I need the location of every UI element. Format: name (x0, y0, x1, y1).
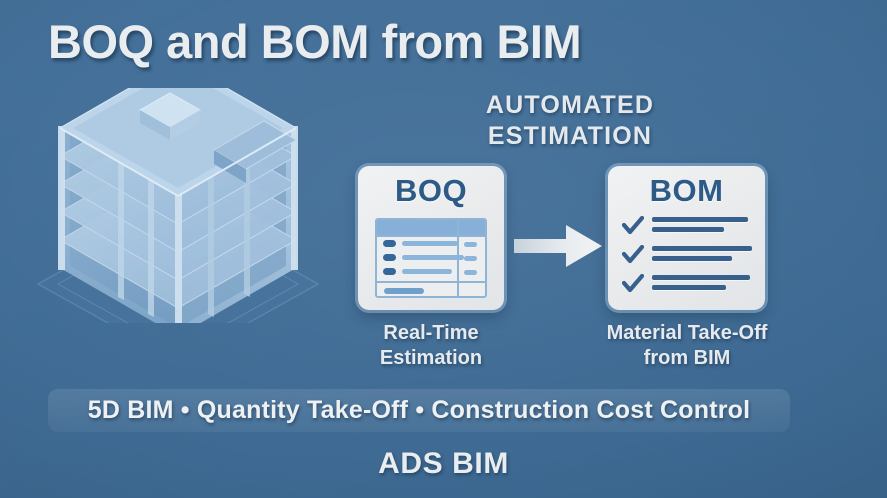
boq-table-total-line (384, 288, 424, 294)
bom-checklist-item (622, 243, 752, 269)
boq-table-row (383, 254, 464, 261)
boq-table-row (383, 268, 452, 275)
check-icon (622, 274, 644, 293)
checklist-icon (622, 214, 752, 300)
boq-row-value-dash (464, 256, 477, 261)
boq-row-bullet (383, 254, 396, 261)
boq-table-total-divider (377, 281, 485, 283)
bom-item-line (652, 217, 748, 222)
boq-caption-line-2: Estimation (379, 347, 483, 369)
boq-row-line (402, 255, 464, 260)
building-illustration (18, 88, 348, 323)
page-title: BOQ and BOM from BIM (48, 15, 582, 68)
arrow-right-icon (514, 225, 602, 267)
boq-row-value-dash (464, 242, 477, 247)
bom-item-line (652, 246, 752, 251)
boq-table-row (383, 240, 458, 247)
boq-card[interactable]: BOQ (358, 166, 504, 310)
boq-row-bullet (383, 268, 396, 275)
boq-row-value-dash (464, 270, 477, 275)
bom-card-title: BOM (649, 173, 724, 208)
bom-caption-line-2: from BIM (643, 347, 731, 369)
bom-item-line (652, 256, 732, 261)
building-roof (58, 88, 298, 198)
flow-arrow (512, 222, 604, 270)
bom-item-line (652, 227, 724, 232)
brand-footer: ADS BIM (378, 447, 509, 480)
automated-estimation-line-1: AUTOMATED (485, 91, 655, 119)
check-icon (622, 245, 644, 264)
bom-checklist-item (622, 272, 752, 298)
table-document-icon (375, 218, 487, 298)
bom-caption: Material Take-Off from BIM (575, 321, 799, 371)
automated-estimation-line-2: ESTIMATION (487, 121, 653, 150)
bom-item-line (652, 275, 750, 280)
boq-caption-line-1: Real-Time (383, 322, 479, 344)
boq-row-bullet (383, 240, 396, 247)
isometric-building-icon (36, 88, 320, 323)
bom-checklist-item (622, 214, 752, 240)
building-floors (58, 88, 298, 323)
boq-table-header-row (377, 220, 485, 237)
boq-caption: Real-Time Estimation (336, 321, 526, 371)
bom-card[interactable]: BOM (608, 166, 765, 310)
keywords-banner: 5D BIM • Quantity Take-Off • Constructio… (48, 389, 790, 432)
bom-caption-line-1: Material Take-Off (606, 322, 768, 344)
bom-item-line (652, 285, 726, 290)
automated-estimation-label: AUTOMATED ESTIMATION (440, 90, 700, 151)
keywords-banner-text: 5D BIM • Quantity Take-Off • Constructio… (87, 396, 751, 424)
boq-card-title: BOQ (394, 173, 468, 208)
boq-row-line (402, 241, 458, 246)
check-icon (622, 216, 644, 235)
boq-row-line (402, 269, 452, 274)
